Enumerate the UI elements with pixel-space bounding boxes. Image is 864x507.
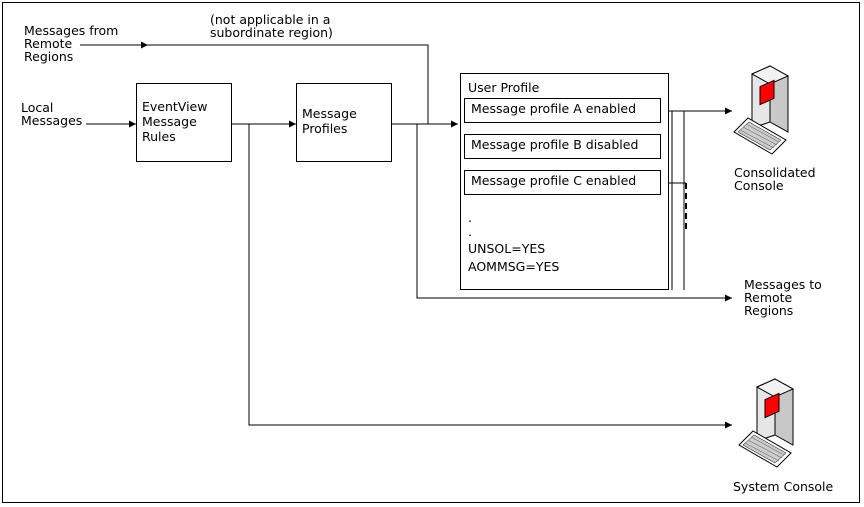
message-profile-c: Message profile C enabled bbox=[464, 170, 661, 195]
message-profiles-box: Message Profiles bbox=[296, 83, 392, 162]
message-profiles-label: Message Profiles bbox=[302, 106, 357, 136]
local-messages-label: Local Messages bbox=[21, 100, 83, 128]
computer-icon bbox=[738, 378, 795, 468]
system-console-line bbox=[248, 124, 732, 429]
eventview-rules-label: EventView Message Rules bbox=[142, 99, 208, 144]
ellipsis-dot: . bbox=[468, 224, 472, 239]
consolidated-console-label: Consolidated Console bbox=[734, 165, 816, 193]
aommsg-setting: AOMMSG=YES bbox=[468, 259, 560, 274]
message-profile-a: Message profile A enabled bbox=[464, 98, 661, 123]
unsol-setting: UNSOL=YES bbox=[468, 241, 546, 256]
remote-in-label: Messages from Remote Regions bbox=[24, 23, 119, 64]
ellipsis-dot: . bbox=[468, 210, 472, 225]
computer-icon bbox=[733, 65, 790, 155]
system-console-label: System Console bbox=[733, 479, 834, 494]
remote-in-line bbox=[148, 44, 429, 124]
remote-out-line bbox=[416, 124, 732, 302]
not-applicable-note: (not applicable in a subordinate region) bbox=[210, 12, 333, 40]
user-profile-title: User Profile bbox=[468, 80, 540, 95]
message-profile-b: Message profile B disabled bbox=[464, 134, 661, 159]
eventview-rules-box: EventView Message Rules bbox=[136, 83, 232, 162]
remote-out-label: Messages to Remote Regions bbox=[744, 277, 822, 318]
